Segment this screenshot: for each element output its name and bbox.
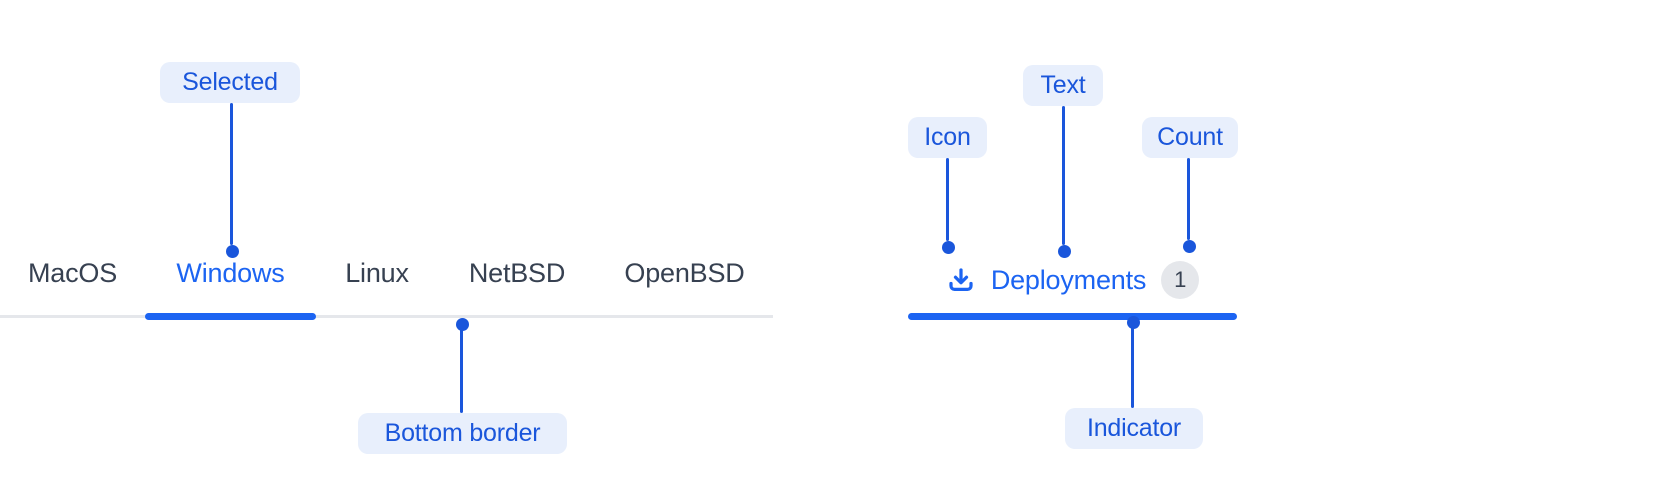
annotation-count-line: [1187, 158, 1190, 240]
tab-windows-label: Windows: [176, 258, 285, 288]
annotation-icon-line: [946, 158, 949, 241]
annotation-bottom-border-dot: [456, 318, 469, 331]
tab-macos[interactable]: MacOS: [0, 232, 145, 315]
annotation-text-dot: [1058, 245, 1071, 258]
annotation-icon-dot: [942, 241, 955, 254]
annotation-icon: Icon: [908, 117, 987, 158]
tab-deployments[interactable]: Deployments 1: [908, 254, 1237, 306]
tab-count-badge: 1: [1161, 261, 1200, 299]
annotation-count-dot: [1183, 240, 1196, 253]
tab-indicator: [908, 313, 1237, 320]
annotation-bottom-border-line: [460, 327, 463, 413]
tab-openbsd[interactable]: OpenBSD: [596, 232, 773, 315]
tab-linux[interactable]: Linux: [316, 232, 438, 315]
annotation-indicator-line: [1131, 327, 1134, 408]
annotation-selected-line: [230, 103, 233, 245]
annotation-bottom-border: Bottom border: [358, 413, 567, 454]
tab-netbsd[interactable]: NetBSD: [438, 232, 596, 315]
annotation-text: Text: [1023, 65, 1103, 106]
download-icon: [946, 265, 976, 295]
tab-bottom-border: [145, 313, 316, 320]
annotation-selected: Selected: [160, 62, 300, 103]
tab-deployments-label: Deployments: [990, 264, 1147, 295]
tab-windows[interactable]: Windows: [145, 232, 316, 320]
annotation-indicator-dot: [1127, 316, 1140, 329]
annotation-selected-dot: [226, 245, 239, 258]
annotation-count: Count: [1142, 117, 1238, 158]
tab-bar: MacOS Windows Linux NetBSD OpenBSD: [0, 232, 773, 320]
annotation-text-line: [1062, 106, 1065, 245]
annotation-indicator: Indicator: [1065, 408, 1203, 449]
